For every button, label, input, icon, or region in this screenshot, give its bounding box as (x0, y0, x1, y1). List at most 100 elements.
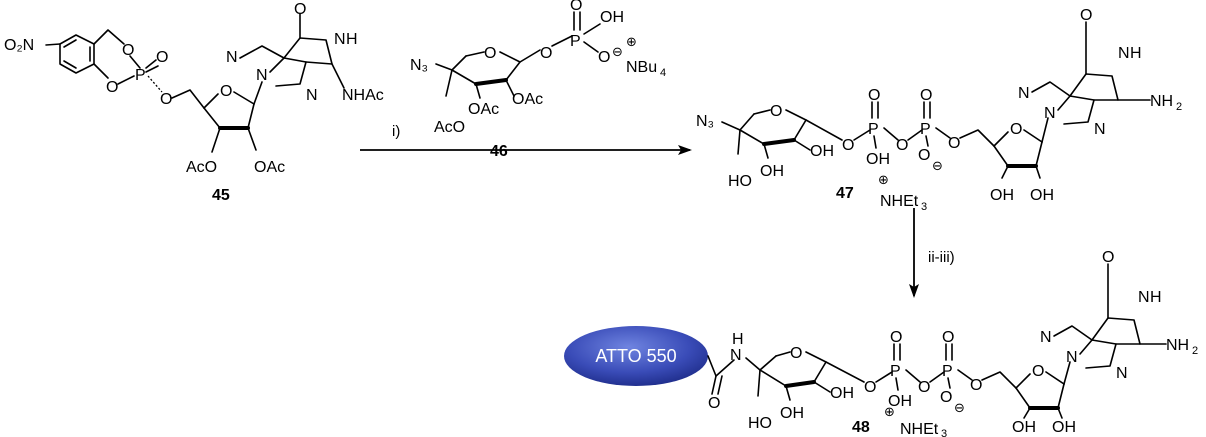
oh-4-label: HO (728, 173, 752, 190)
plus-charge-icon: ⊕ (878, 173, 889, 188)
compound-label-48: 48 (852, 419, 870, 436)
p2-oxo-label: O (920, 87, 932, 104)
ribose-o-label: O (1032, 363, 1044, 380)
minus-charge-icon: ⊖ (932, 159, 943, 174)
carbonyl-o-label: O (1080, 7, 1092, 24)
ring-o-label: O (790, 345, 802, 362)
oh-right-label: OH (1030, 187, 1054, 204)
n1-h-label: H (1150, 289, 1162, 306)
oac-right-label: OAc (254, 159, 285, 176)
oh-2-label: OH (810, 143, 834, 160)
p-oh-label: OH (600, 9, 624, 26)
minus-charge-icon: ⊖ (612, 45, 623, 60)
n1-label: N (1138, 289, 1150, 306)
p1-oxo-label: O (890, 329, 902, 346)
atto-550-dye-badge (564, 326, 708, 386)
ring-o-label: O (484, 45, 496, 62)
n1-h-label: H (346, 31, 358, 48)
amide-n-label: N (730, 347, 742, 364)
oac-4-label: AcO (434, 119, 465, 136)
reaction-arrow-2: ii-iii) (909, 208, 955, 298)
n1-label: N (334, 31, 346, 48)
ester-o-label: O (970, 377, 982, 394)
counterion-subscript: 4 (660, 67, 666, 79)
nh2-label: NH (1166, 337, 1189, 354)
n9-label: N (1044, 105, 1056, 122)
purine-five-ring (269, 57, 307, 87)
compound-46: N₃ O O P O OH O ⊖ ⊕ NBu 4 OAc OAc AcO 46 (410, 0, 666, 160)
n1-label: N (1118, 45, 1130, 62)
p1-oh-label: OH (866, 151, 890, 168)
ribose-ring (203, 103, 255, 129)
purine-six-ring (1091, 317, 1141, 345)
condition-label-ii-iii: ii-iii) (928, 249, 955, 266)
n3-label: N (1094, 121, 1106, 138)
benzene-double-bonds (63, 39, 91, 69)
counterion-label: NHEt (900, 421, 939, 437)
counterion-subscript: 3 (941, 428, 947, 437)
oh-left-label: OH (990, 187, 1014, 204)
plus-charge-icon: ⊕ (884, 405, 895, 420)
amide-carbonyl (711, 375, 723, 395)
oh-4-label: HO (748, 415, 772, 432)
amide-h-label: H (732, 331, 744, 348)
oh-right-label: OH (1052, 419, 1076, 436)
p1-label: P (890, 363, 901, 380)
p-o-minus-label: O (598, 49, 610, 66)
p-link-o-label: O (540, 45, 552, 62)
ribose-ring (993, 141, 1043, 167)
p-double-bond-o (145, 59, 159, 73)
oh-left-label: OH (1012, 419, 1036, 436)
bridge-o-label: O (896, 137, 908, 154)
plus-charge-icon: ⊕ (626, 35, 637, 50)
nh2-subscript: 2 (1176, 101, 1182, 113)
glycosyl-o-label: O (864, 379, 876, 396)
oac-left-label: AcO (186, 159, 217, 176)
purine-five-ring (1057, 95, 1095, 125)
compound-47: N₃ O OH OH HO O P O OH O P O O ⊖ O O (696, 7, 1182, 213)
p-o-wavy-bond (147, 75, 163, 93)
nitro-group-label: O₂N (4, 37, 34, 54)
condition-label-i: i) (392, 123, 400, 140)
p1-oh-label: OH (888, 393, 912, 410)
counterion-label: NBu (626, 59, 657, 76)
oh-2-label: OH (830, 385, 854, 402)
n7-label: N (1040, 329, 1052, 346)
n9-label: N (1066, 349, 1078, 366)
ester-o-label: O (948, 135, 960, 152)
n7-label: N (226, 49, 238, 66)
ribose-o-label: O (1010, 121, 1022, 138)
oh-3-label: OH (780, 405, 804, 422)
azide-label: N₃ (696, 113, 714, 130)
ring-o2-label: O (106, 79, 118, 96)
compound-label-45: 45 (212, 187, 230, 204)
counterion-subscript: 3 (921, 201, 927, 213)
p1-label: P (868, 121, 879, 138)
compound-48: ATTO 550 O N H O OH OH HO O P O OH O P O… (564, 249, 1198, 437)
oh-3-label: OH (760, 163, 784, 180)
nh2-label: NH (1150, 93, 1173, 110)
phosphorus-label: P (570, 33, 581, 50)
dye-label: ATTO 550 (595, 346, 676, 366)
ring-o1-label: O (122, 42, 134, 59)
purine-six-ring (1069, 73, 1119, 101)
n3-label: N (306, 87, 318, 104)
nitro-bond (45, 43, 61, 46)
amide-o-label: O (708, 395, 720, 412)
oac-3-label: OAc (468, 101, 499, 118)
carbonyl-o-label: O (294, 1, 306, 18)
p2-oxo-label: O (942, 329, 954, 346)
reaction-arrow-1: i) (360, 123, 692, 155)
oac-2-label: OAc (512, 91, 543, 108)
c5-chain (171, 89, 205, 109)
purine-six-ring (283, 37, 333, 65)
carbonyl-o-label: O (1102, 249, 1114, 266)
n1-h-label: H (1130, 45, 1142, 62)
ester-o-label: O (160, 91, 172, 108)
ribose-ring (1015, 383, 1065, 409)
p2-label: P (942, 363, 953, 380)
n9-label: N (256, 67, 268, 84)
purine-five-ring (1079, 339, 1117, 369)
compound-45: O₂N O P O O O O AcO OAc N N O (4, 1, 384, 204)
